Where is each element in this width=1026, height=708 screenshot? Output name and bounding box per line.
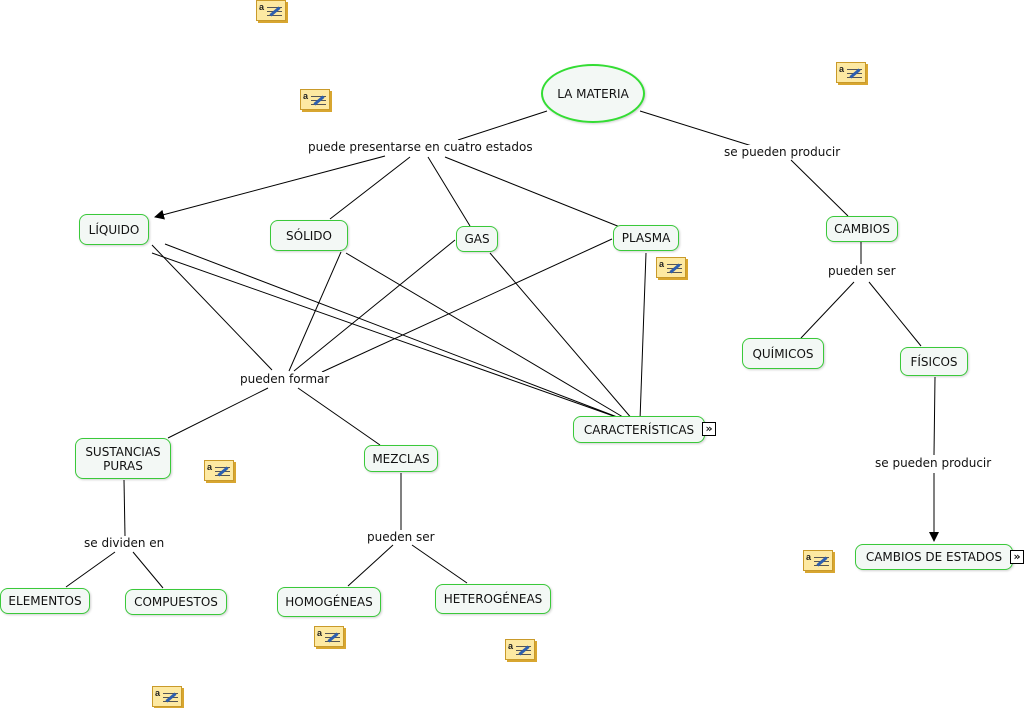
concept-label: QUÍMICOS <box>752 346 814 361</box>
concept-cambios-de-estados[interactable]: CAMBIOS DE ESTADOS <box>855 544 1013 570</box>
edge-formar-sustancias <box>167 387 269 439</box>
edge-solido-caracteristicas <box>345 252 629 421</box>
concept-label: CARACTERÍSTICAS <box>583 422 695 437</box>
expand-icon[interactable]: » <box>702 422 716 436</box>
concept-label: PLASMA <box>621 231 671 245</box>
concept-cambios[interactable]: CAMBIOS <box>826 216 898 242</box>
note-icon[interactable]: a <box>656 257 686 278</box>
concept-quimicos[interactable]: QUÍMICOS <box>742 338 824 369</box>
concept-la-materia[interactable]: LA MATERIA <box>541 64 645 123</box>
note-letter: a <box>806 552 812 562</box>
edge-liquido-formar <box>151 244 273 371</box>
note-icon[interactable]: a <box>152 686 182 707</box>
concept-label: COMPUESTOS <box>134 595 218 609</box>
note-icon[interactable]: a <box>300 89 330 110</box>
concept-label: SUSTANCIAS PURAS <box>85 444 161 473</box>
note-letter: a <box>207 462 213 472</box>
note-letter: a <box>155 688 161 698</box>
concept-compuestos[interactable]: COMPUESTOS <box>125 589 227 615</box>
edge-dividen-compuestos <box>132 551 164 589</box>
note-icon[interactable]: a <box>204 460 234 481</box>
concept-homogeneas[interactable]: HOMOGÉNEAS <box>277 587 381 617</box>
note-icon[interactable]: a <box>314 626 344 647</box>
note-letter: a <box>317 628 323 638</box>
note-icon[interactable]: a <box>836 62 866 83</box>
concept-label: LA MATERIA <box>557 86 629 101</box>
edge-sustancias-dividen <box>123 479 126 537</box>
link-pueden-ser[interactable]: pueden ser <box>366 530 436 544</box>
link-pueden-ser[interactable]: pueden ser <box>827 264 897 278</box>
link-pueden-formar[interactable]: pueden formar <box>239 372 331 386</box>
concept-label: SÓLIDO <box>286 228 332 243</box>
expand-glyph: » <box>705 422 713 435</box>
link-se-pueden-producir[interactable]: se pueden producir <box>874 456 993 470</box>
edge-fisicos-producir <box>933 376 936 456</box>
note-letter: a <box>839 64 845 74</box>
concept-label: LÍQUIDO <box>88 222 140 237</box>
note-icon[interactable]: a <box>505 639 535 660</box>
edge-liquido-caracteristicas <box>151 252 623 420</box>
concept-plasma[interactable]: PLASMA <box>613 225 679 251</box>
edge-materia-presentarse <box>457 110 548 141</box>
concept-sustancias-puras[interactable]: SUSTANCIAS PURAS <box>75 438 171 479</box>
concept-heterogeneas[interactable]: HETEROGÉNEAS <box>435 584 551 614</box>
edge-dividen-elementos <box>65 551 116 588</box>
link-puede-presentarse[interactable]: puede presentarse en cuatro estados <box>307 140 534 154</box>
note-icon[interactable]: a <box>803 550 833 571</box>
edge-puedenser-quimicos <box>800 281 855 339</box>
note-icon[interactable]: a <box>256 0 286 21</box>
edge-producir-cambios <box>790 159 849 217</box>
concept-label: GAS <box>464 232 490 246</box>
concept-label: HETEROGÉNEAS <box>443 592 543 606</box>
note-letter: a <box>259 2 265 12</box>
concept-liquido[interactable]: LÍQUIDO <box>79 214 149 245</box>
link-se-pueden-producir[interactable]: se pueden producir <box>723 145 842 159</box>
edge-puedenser-heterogeneas <box>411 544 468 584</box>
expand-glyph: » <box>1013 550 1021 563</box>
edge-materia-producir <box>639 110 753 147</box>
edge-presentarse-gas <box>427 156 471 227</box>
concept-gas[interactable]: GAS <box>456 226 498 252</box>
edge-presentarse-plasma <box>444 156 621 228</box>
concept-label: HOMOGÉNEAS <box>285 595 373 609</box>
edge-gas-caracteristicas <box>489 252 634 421</box>
edge-solido-formar <box>288 251 342 372</box>
edge-presentarse-liquido <box>154 155 386 220</box>
edge-formar-mezclas <box>297 387 381 446</box>
note-letter: a <box>659 259 665 269</box>
edge-presentarse-solido <box>329 156 411 220</box>
edge-puedenser-homogeneas <box>347 544 394 587</box>
note-letter: a <box>303 91 309 101</box>
edge-liquido-caracteristicas-2 <box>164 243 626 421</box>
expand-icon[interactable]: » <box>1010 550 1024 564</box>
concept-solido[interactable]: SÓLIDO <box>270 220 348 251</box>
note-letter: a <box>508 641 514 651</box>
concept-fisicos[interactable]: FÍSICOS <box>900 347 968 376</box>
edge-gas-formar <box>293 239 456 372</box>
concept-label: CAMBIOS DE ESTADOS <box>865 550 1003 564</box>
concept-caracteristicas[interactable]: CARACTERÍSTICAS <box>573 416 705 443</box>
edge-plasma-caracteristicas <box>639 252 647 421</box>
link-se-dividen-en[interactable]: se dividen en <box>83 536 166 550</box>
concept-elementos[interactable]: ELEMENTOS <box>0 588 90 614</box>
edge-plasma-formar <box>321 238 613 373</box>
concept-label: FÍSICOS <box>910 354 958 369</box>
concept-label: CAMBIOS <box>834 222 890 236</box>
concept-label: ELEMENTOS <box>8 594 82 608</box>
edge-puedenser-fisicos <box>868 281 922 347</box>
concept-mezclas[interactable]: MEZCLAS <box>364 445 438 472</box>
concept-label: MEZCLAS <box>372 451 430 466</box>
